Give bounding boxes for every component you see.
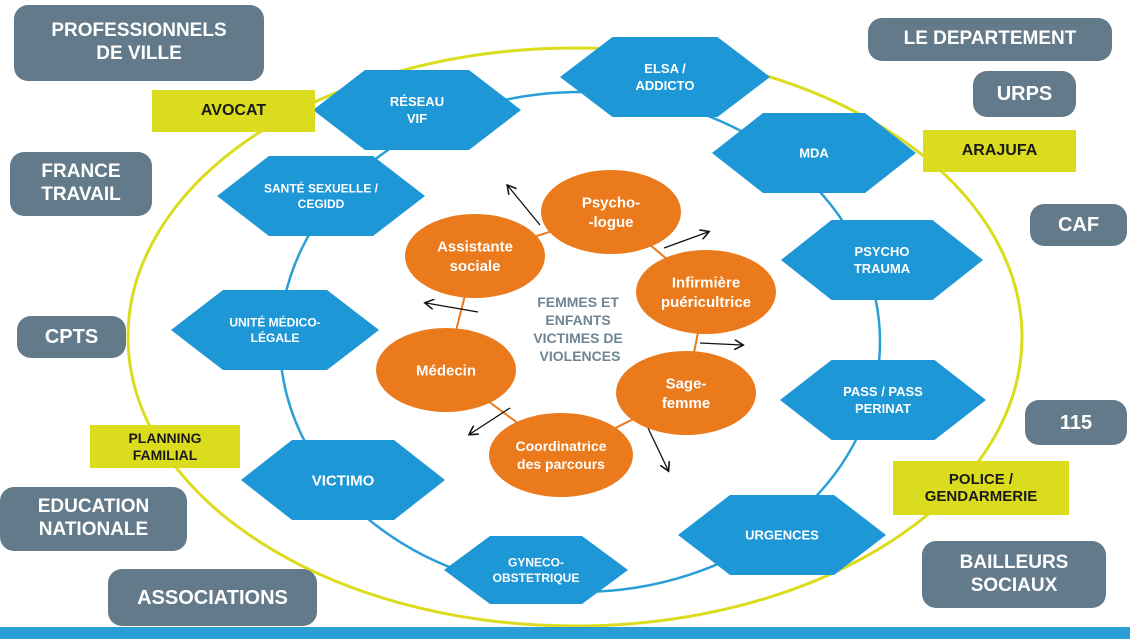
hexagon-shape [780, 360, 986, 440]
circle-label: femme [662, 395, 710, 412]
partner-urps: URPS [973, 71, 1076, 117]
flow-arrow [647, 427, 668, 470]
hex-label: ADDICTO [636, 78, 695, 93]
hex-victimo: VICTIMO [241, 440, 445, 520]
bottom-bar [0, 627, 1130, 639]
partner-115: 115 [1025, 400, 1127, 445]
hex-label: CEGIDD [298, 197, 345, 211]
partner-arajufa: ARAJUFA [923, 130, 1076, 172]
circle-medecin: Médecin [376, 328, 516, 412]
hexagon-shape [171, 290, 379, 370]
hex-label: LÉGALE [251, 330, 300, 345]
circle-label: Coordinatrice [515, 438, 606, 454]
hex-mda: MDA [712, 113, 916, 193]
hex-label: PSYCHO [855, 244, 910, 259]
center-line: VICTIMES DE [533, 330, 622, 346]
hex-label: VIF [407, 111, 427, 126]
circle-shape [405, 214, 545, 298]
partner-bailleurs-sociaux: BAILLEURS SOCIAUX [922, 541, 1106, 608]
hex-label: VICTIMO [312, 472, 375, 489]
hex-label: PASS / PASS [843, 384, 923, 399]
circle-label: puéricultrice [661, 294, 751, 311]
hex-sante-sexuelle: SANTÉ SEXUELLE /CEGIDD [217, 156, 425, 236]
arrow-group [426, 186, 742, 470]
partner-le-departement: LE DEPARTEMENT [868, 18, 1112, 61]
hex-reseau-vif: RÉSEAU VIF [313, 70, 521, 150]
center-line: VIOLENCES [540, 348, 621, 364]
hex-label: PERINAT [855, 401, 911, 416]
hex-pass-perinat: PASS / PASS PERINAT [780, 360, 986, 440]
circle-coordinatrice: Coordinatrice des parcours [489, 413, 633, 497]
circle-psychologue: Psycho- -logue [541, 170, 681, 254]
circle-shape [636, 250, 776, 334]
hexagon-group: ELSA / ADDICTO RÉSEAU VIF MDA SANTÉ SEXUELLE … [171, 37, 986, 604]
hexagon-shape [313, 70, 521, 150]
hex-label: OBSTETRIQUE [493, 571, 580, 585]
circle-label: des parcours [517, 456, 605, 472]
hex-label: UNITÉ MÉDICO- [229, 315, 320, 330]
hex-psycho-trauma: PSYCHO TRAUMA [781, 220, 983, 300]
partner-education-nationale: EDUCATION NATIONALE [0, 487, 187, 551]
flow-arrow [699, 343, 742, 345]
circle-label: Assistante [437, 239, 513, 256]
circle-shape [541, 170, 681, 254]
hex-label: SANTÉ SEXUELLE / [264, 181, 379, 196]
circle-shape [376, 328, 516, 412]
hexagon-shape [444, 536, 628, 604]
hexagon-shape [560, 37, 770, 117]
hex-label: URGENCES [745, 528, 819, 543]
hex-label: GYNECO- [508, 556, 564, 570]
circle-label: Infirmière [672, 275, 740, 292]
circle-group: Psycho--logueAssistantesocialeInfirmière… [376, 170, 776, 497]
outer-ellipse [126, 46, 1024, 628]
circle-label: -logue [589, 214, 634, 231]
partner-france-travail: FRANCE TRAVAIL [10, 152, 152, 216]
flow-arrow [470, 407, 511, 434]
partner-caf: CAF [1030, 204, 1127, 246]
circle-label: Sage- [666, 376, 707, 393]
hex-gyneco-obstetrique: GYNECO-OBSTETRIQUE [444, 536, 628, 604]
circle-shape [489, 413, 633, 497]
hex-urgences: URGENCES [678, 495, 886, 575]
hexagon-shape [781, 220, 983, 300]
circle-label: Médecin [416, 362, 476, 379]
hexagon-shape [712, 113, 916, 193]
partner-professionnels-de-ville: PROFESSIONNELS DE VILLE [14, 5, 264, 81]
center-line: FEMMES ET [537, 294, 619, 310]
circle-shape [616, 351, 756, 435]
center-line: ENFANTS [545, 312, 610, 328]
hex-label: ELSA / [644, 61, 686, 76]
partner-cpts: CPTS [17, 316, 126, 358]
hex-unite-medico-legale: UNITÉ MÉDICO-LÉGALE [171, 290, 379, 370]
circle-label: sociale [450, 258, 501, 275]
partner-police-gendarmerie: POLICE / GENDARMERIE [893, 461, 1069, 515]
partner-associations: ASSOCIATIONS [108, 569, 317, 626]
center-label: FEMMES ET ENFANTS VICTIMES DE VIOLENCES [533, 294, 626, 364]
hexagon-shape [678, 495, 886, 575]
hex-label: MDA [799, 146, 829, 161]
hex-label: RÉSEAU [390, 94, 444, 109]
flow-arrow [663, 232, 708, 249]
hex-label: TRAUMA [854, 261, 911, 276]
circle-assistante-sociale: Assistante sociale [405, 214, 545, 298]
hex-elsa-addicto: ELSA / ADDICTO [560, 37, 770, 117]
flow-arrow [508, 186, 541, 226]
partner-planning-familial: PLANNING FAMILIAL [90, 425, 240, 468]
circle-sage-femme: Sage-femme [616, 351, 756, 435]
flow-arrow [426, 303, 479, 313]
partner-avocat: AVOCAT [152, 90, 315, 132]
hexagon-shape [241, 440, 445, 520]
circle-infirmiere-puericultrice: Infirmière puéricultrice [636, 250, 776, 334]
circle-label: Psycho- [582, 195, 640, 212]
hexagon-shape [217, 156, 425, 236]
